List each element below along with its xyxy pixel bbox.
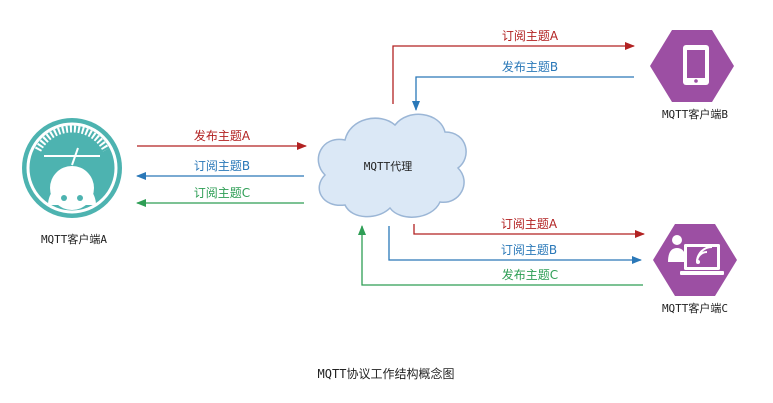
broker-node: MQTT代理 <box>317 113 467 218</box>
client-b-node: MQTT客户端B <box>650 30 734 121</box>
arrow-label: 发布主题A <box>194 128 251 143</box>
arrow-c-subscribe-a: 订阅主题A <box>413 217 645 238</box>
client-a-node: MQTT客户端A <box>22 118 122 246</box>
client-c-label: MQTT客户端C <box>662 301 728 315</box>
arrow-a-publish-a: 发布主题A <box>137 128 307 150</box>
smartphone-icon <box>650 30 734 102</box>
arrow-b-publish-b: 发布主题B <box>412 59 634 111</box>
client-b-label: MQTT客户端B <box>662 107 728 121</box>
client-a-label: MQTT客户端A <box>41 232 107 246</box>
arrow-label: 订阅主题A <box>501 217 558 231</box>
arrow-label: 订阅主题C <box>194 186 250 200</box>
client-c-node: MQTT客户端C <box>653 224 737 315</box>
cloud-icon <box>317 113 467 218</box>
arrow-c-subscribe-b: 订阅主题B <box>388 226 642 264</box>
arrow-b-subscribe-a: 订阅主题A <box>392 29 635 104</box>
speedometer-robot-icon <box>22 118 122 218</box>
arrow-label: 订阅主题A <box>502 29 559 43</box>
laptop-user-wifi-icon <box>653 224 737 296</box>
arrow-label: 发布主题B <box>502 59 558 74</box>
arrow-a-subscribe-c: 订阅主题C <box>136 186 304 207</box>
arrow-label: 订阅主题B <box>501 243 557 257</box>
broker-label: MQTT代理 <box>364 160 413 173</box>
arrow-a-subscribe-b: 订阅主题B <box>136 159 304 180</box>
arrow-label: 订阅主题B <box>194 159 250 173</box>
arrow-c-publish-c: 发布主题C <box>358 225 643 286</box>
arrow-label: 发布主题C <box>502 267 558 282</box>
diagram-caption: MQTT协议工作结构概念图 <box>318 366 455 381</box>
